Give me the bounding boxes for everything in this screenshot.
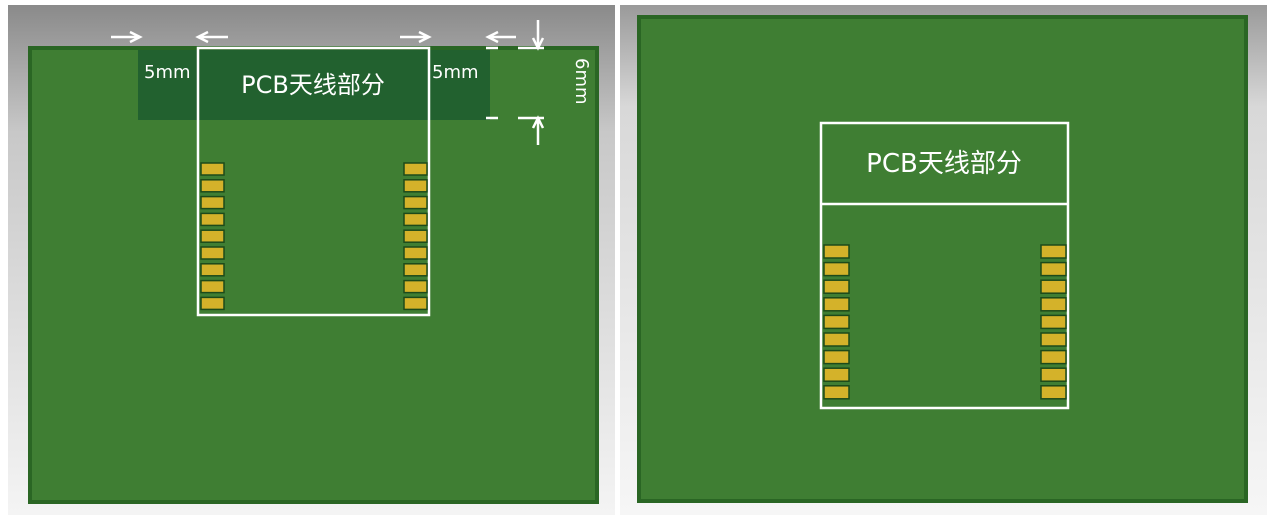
pad	[200, 212, 225, 227]
left-module-outline	[196, 46, 431, 317]
pad	[1040, 367, 1067, 382]
left-pcb-board	[28, 46, 599, 504]
pad	[1040, 349, 1067, 365]
pad	[823, 261, 850, 277]
pad	[200, 162, 225, 176]
pad	[1040, 314, 1067, 330]
pad	[403, 212, 428, 227]
pad	[200, 246, 225, 260]
right-module-label: PCB天线部分	[866, 149, 1022, 179]
pad	[823, 332, 850, 347]
pad	[403, 179, 428, 193]
pad	[403, 279, 428, 294]
pad	[200, 279, 225, 294]
pad	[823, 367, 850, 382]
dim-left-label: 5mm	[144, 62, 191, 83]
pad	[1040, 244, 1067, 259]
arrow-left-icon	[195, 30, 228, 44]
pad	[823, 349, 850, 365]
pad	[200, 179, 225, 193]
arrow-right-icon	[400, 30, 432, 44]
pad	[823, 297, 850, 312]
dim-vertical-label: 6mm	[571, 58, 592, 105]
arrow-left-icon	[485, 30, 516, 44]
pad	[200, 263, 225, 277]
pad	[1040, 385, 1067, 400]
pad	[200, 296, 225, 311]
pad	[1040, 332, 1067, 347]
dimension-arrows	[111, 20, 545, 145]
antenna-keepout-area	[138, 50, 490, 120]
pad	[823, 314, 850, 330]
dim-right-label: 5mm	[432, 62, 479, 83]
pad	[403, 246, 428, 260]
pad	[1040, 261, 1067, 277]
pad	[403, 263, 428, 277]
left-module-label: PCB天线部分	[241, 71, 385, 99]
pad	[1040, 297, 1067, 312]
right-module-outline	[819, 121, 1070, 410]
pad	[403, 195, 428, 210]
pad	[200, 229, 225, 243]
pad	[200, 195, 225, 210]
pad	[403, 296, 428, 311]
left-pad-group	[200, 162, 428, 311]
left-panel: PCB天线部分 5mm 5mm 6mm	[8, 5, 615, 515]
pad	[403, 229, 428, 243]
pad	[823, 244, 850, 259]
arrow-right-icon	[111, 30, 143, 44]
extension-lines	[486, 46, 544, 120]
pad	[403, 162, 428, 176]
pad	[823, 279, 850, 294]
right-panel: PCB天线部分	[620, 5, 1267, 515]
pad	[823, 385, 850, 400]
pad	[1040, 279, 1067, 294]
right-pad-group	[823, 244, 1067, 400]
right-pcb-board	[637, 15, 1248, 503]
